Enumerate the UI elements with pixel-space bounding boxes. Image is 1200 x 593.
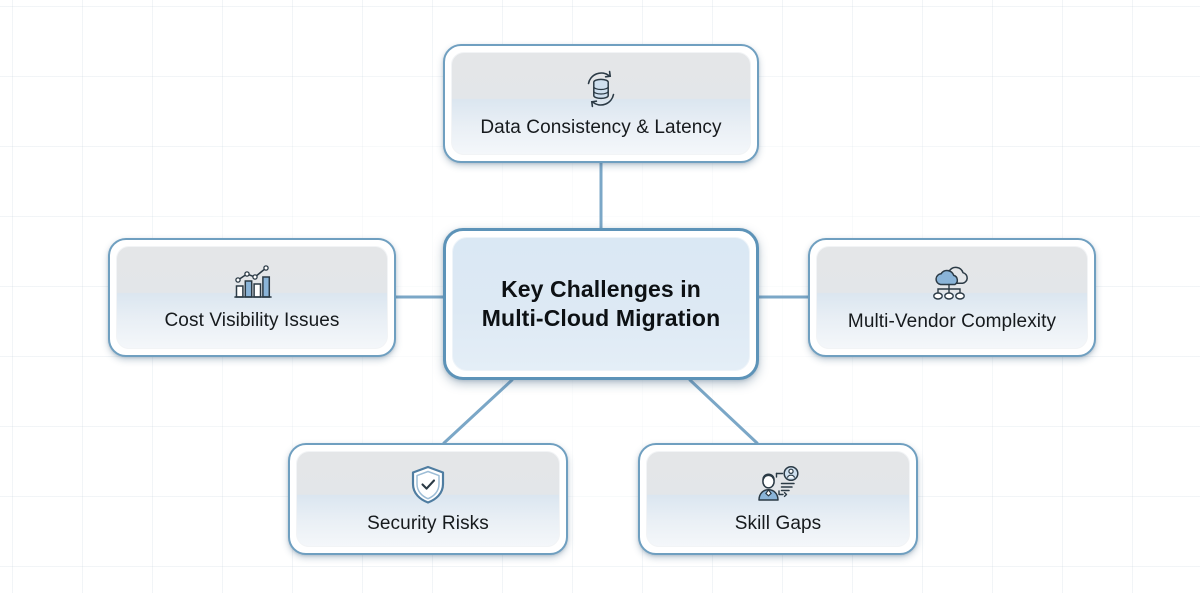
node-center-hub[interactable]: Key Challenges in Multi-Cloud Migration [443,228,759,380]
node-label: Data Consistency & Latency [480,117,722,138]
hub-title-line-1: Key Challenges in [501,275,701,302]
node-label: Skill Gaps [734,512,822,534]
connector-center-to-bottom-left [442,378,514,445]
node-cost-visibility-issues[interactable]: Cost Visibility Issues [108,238,396,357]
bar-chart-trend-icon [231,263,273,303]
node-data-consistency-latency[interactable]: Data Consistency & Latency [443,44,759,163]
node-multi-vendor-complexity[interactable]: Multi-Vendor Complexity [808,238,1096,357]
shield-check-icon [409,464,447,506]
node-security-risks[interactable]: Security Risks [288,443,568,555]
connector-center-to-bottom-right [688,378,759,445]
user-profile-icon [753,464,803,506]
cloud-network-icon [930,262,974,304]
node-label: Cost Visibility Issues [164,310,340,331]
node-label: Multi-Vendor Complexity [847,311,1057,332]
database-sync-icon [580,68,622,110]
node-label: Security Risks [367,512,489,534]
hub-title-line-2: Multi-Cloud Migration [481,305,721,331]
node-skill-gaps[interactable]: Skill Gaps [638,443,918,555]
